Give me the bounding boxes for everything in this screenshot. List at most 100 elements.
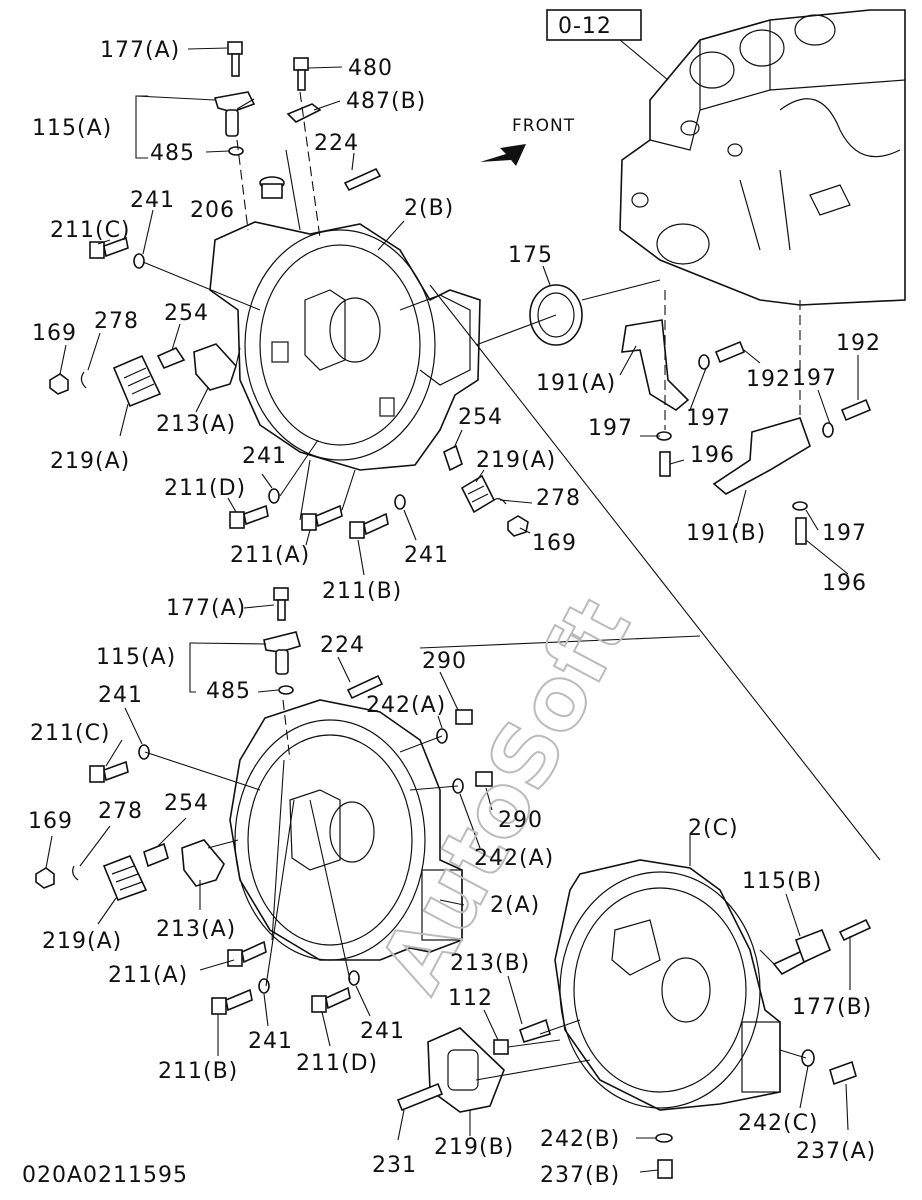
- front-arrow-icon: [480, 144, 526, 166]
- part-191b-bracket: [712, 417, 811, 495]
- callout-196-b: 196: [822, 571, 867, 596]
- part-485-oring-top: [228, 146, 244, 156]
- front-direction-label: FRONT: [512, 116, 575, 136]
- callout-278-mid: 278: [536, 486, 581, 511]
- callout-485-bot: 485: [206, 679, 251, 704]
- callout-241-bot2: 241: [248, 1029, 293, 1054]
- callout-115b: 115(B): [742, 869, 822, 894]
- part-211a-bolt-bot: [227, 940, 267, 967]
- callout-487b: 487(B): [346, 89, 426, 114]
- callout-213a-bot: 213(A): [156, 917, 236, 942]
- part-197-washer-d: [792, 501, 808, 511]
- part-219b-cover: [427, 1027, 505, 1113]
- part-206-plug: [259, 176, 285, 199]
- callout-211a-bot: 211(A): [108, 963, 188, 988]
- flywheel-housing-2a: [229, 699, 463, 961]
- part-480-bolt: [293, 57, 309, 91]
- part-213a-gasket-bot: [181, 839, 225, 887]
- part-169-nut-mid: [507, 515, 529, 537]
- callout-219a-bot: 219(A): [42, 929, 122, 954]
- callout-213a-top: 213(A): [156, 412, 236, 437]
- engine-block: [619, 9, 906, 306]
- callout-211b-top: 211(B): [322, 579, 402, 604]
- callout-191a: 191(A): [536, 371, 616, 396]
- callout-211a-top: 211(A): [230, 543, 310, 568]
- reference-box-label: 0-12: [558, 14, 612, 39]
- part-192-bolt-b: [840, 398, 872, 422]
- part-211a-bolt-top: [301, 504, 343, 531]
- part-242b-washer: [655, 1133, 673, 1143]
- part-115a-sensor-top: [213, 91, 256, 137]
- callout-241-top3: 241: [404, 543, 449, 568]
- part-211d-bolt-top: [229, 504, 269, 529]
- part-177b-bolt: [838, 918, 872, 942]
- callout-211c-top: 211(C): [50, 218, 131, 243]
- part-278-clip-mid: [493, 498, 507, 505]
- part-213b-gasket: [518, 1018, 551, 1043]
- callout-231: 231: [372, 1153, 417, 1178]
- part-224-stud-top: [343, 167, 382, 192]
- leader-lines: [45, 47, 881, 1173]
- part-112-bolt: [493, 1039, 509, 1055]
- drawing-number: 020A0211595: [22, 1163, 188, 1188]
- part-237a-bolt: [829, 1060, 857, 1086]
- callout-211d-bot: 211(D): [296, 1051, 378, 1076]
- callout-224-top: 224: [314, 131, 359, 156]
- part-231-bolt: [396, 1082, 444, 1112]
- callout-219b: 219(B): [434, 1135, 514, 1160]
- callout-197-a: 197: [686, 406, 731, 431]
- callout-254-bot: 254: [164, 791, 209, 816]
- part-115a-sensor-bot: [263, 631, 301, 675]
- part-211d-bolt-bot: [311, 986, 351, 1013]
- part-213a-gasket-top: [193, 343, 237, 391]
- callout-290-a: 290: [422, 649, 467, 674]
- callout-196-a: 196: [690, 443, 735, 468]
- part-237b-bolt: [657, 1159, 673, 1179]
- callout-169-mid: 169: [532, 531, 577, 556]
- callout-197-d: 197: [822, 521, 867, 546]
- callout-241-top2: 241: [242, 444, 287, 469]
- part-241-washer-bot2: [258, 978, 270, 994]
- callout-219a-mid: 219(A): [476, 448, 556, 473]
- callout-241-bot1: 241: [98, 683, 143, 708]
- callout-206: 206: [190, 198, 235, 223]
- callout-242a-a: 242(A): [366, 693, 446, 718]
- part-278-clip-bot: [72, 865, 79, 881]
- callout-213b: 213(B): [450, 951, 530, 976]
- callout-242c: 242(C): [738, 1111, 819, 1136]
- part-196-bolt-b: [795, 517, 807, 545]
- callout-278-bot: 278: [98, 799, 143, 824]
- callout-115a-top: 115(A): [32, 116, 112, 141]
- part-290-bolt-a: [455, 709, 473, 725]
- part-115b-sensor: [772, 928, 832, 976]
- callout-169-top: 169: [32, 321, 77, 346]
- callout-237b: 237(B): [540, 1163, 620, 1188]
- callout-485-top: 485: [150, 141, 195, 166]
- part-211c-bolt-bot: [89, 760, 129, 783]
- part-241-washer-bot1: [138, 744, 150, 760]
- callout-241-top1: 241: [130, 188, 175, 213]
- callout-197-c: 197: [588, 416, 633, 441]
- callout-290-b: 290: [498, 808, 543, 833]
- part-290-bolt-b: [475, 771, 493, 787]
- part-241-washer-top2: [268, 488, 280, 504]
- callout-192-a: 192: [836, 331, 881, 356]
- part-211b-bolt-top: [349, 512, 389, 539]
- part-192-bolt-a: [714, 340, 746, 364]
- reference-box: [546, 9, 642, 41]
- part-224-stud-bot: [346, 674, 384, 700]
- part-197-washer-a: [698, 354, 710, 370]
- part-254-sensor-top: [156, 346, 186, 370]
- callout-169-bot: 169: [28, 809, 73, 834]
- part-219a-cover-mid: [460, 474, 496, 514]
- part-191a-bracket: [621, 319, 690, 411]
- callout-224-bot: 224: [320, 633, 365, 658]
- callout-254-mid: 254: [458, 405, 503, 430]
- callout-197-b: 197: [792, 366, 837, 391]
- callout-211d-top: 211(D): [164, 476, 246, 501]
- part-196-bolt-a: [659, 451, 671, 477]
- callout-211c-bot: 211(C): [30, 721, 111, 746]
- callout-219a-top: 219(A): [50, 449, 130, 474]
- part-169-nut-bot: [35, 867, 55, 889]
